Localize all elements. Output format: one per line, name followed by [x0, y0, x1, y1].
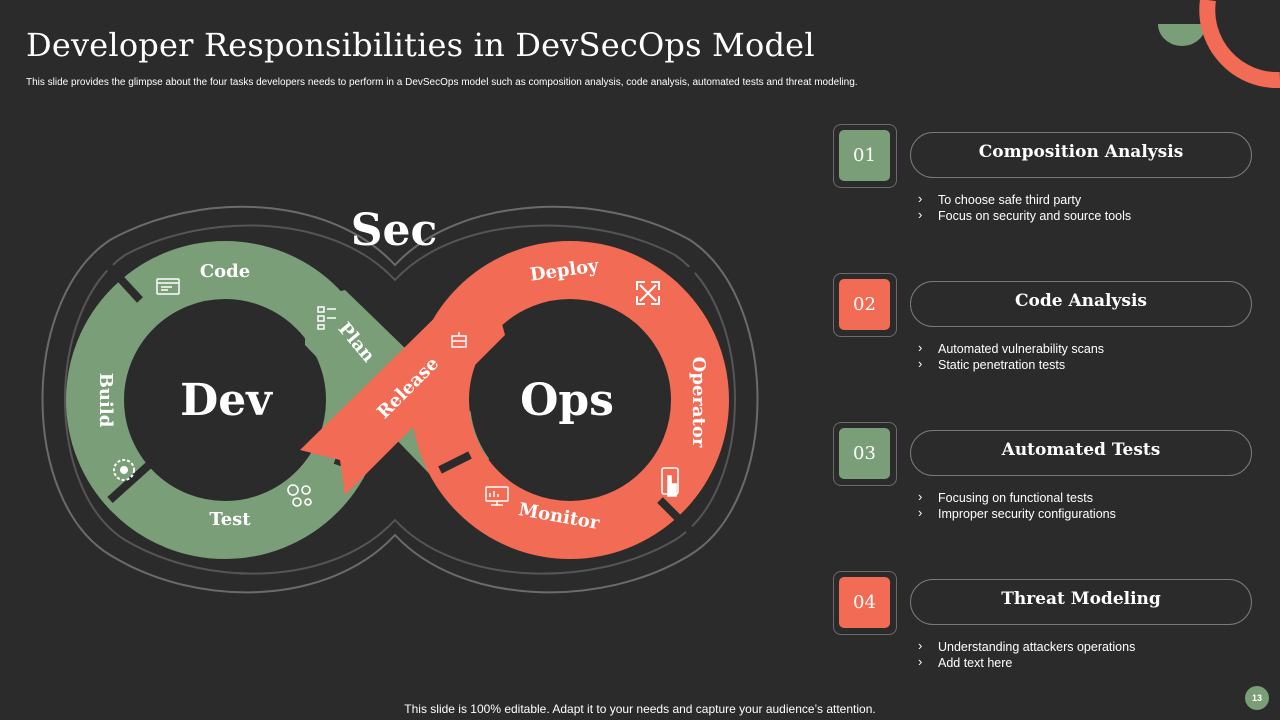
bullet-item: Focus on security and source tools — [916, 207, 1131, 224]
package-icon — [451, 332, 467, 348]
task-card-composition-analysis: 01 Composition Analysis To choose safe t… — [833, 124, 1255, 254]
task-card-threat-modeling: 04 Threat Modeling Understanding attacke… — [833, 571, 1255, 701]
page-number-badge: 13 — [1245, 686, 1269, 710]
release-band — [300, 295, 505, 495]
task-card-automated-tests: 03 Automated Tests Focusing on functiona… — [833, 422, 1255, 552]
task-number: 03 — [839, 428, 890, 479]
task-number-box: 03 — [833, 422, 897, 486]
task-card-code-analysis: 02 Code Analysis Automated vulnerability… — [833, 273, 1255, 403]
task-number-box: 01 — [833, 124, 897, 188]
mobile-touch-icon — [661, 467, 679, 497]
bullet-item: Add text here — [916, 654, 1135, 671]
ops-label: Ops — [520, 375, 614, 426]
stage-operator: Operator — [688, 357, 709, 448]
bullet-item: Improper security configurations — [916, 505, 1116, 522]
bullet-item: Automated vulnerability scans — [916, 340, 1104, 357]
outline-rings — [41, 205, 759, 594]
bullet-item: Focusing on functional tests — [916, 489, 1116, 506]
corner-decoration — [1158, 0, 1280, 89]
code-window-icon — [156, 278, 180, 295]
bullet-item: Static penetration tests — [916, 356, 1104, 373]
task-number-box: 02 — [833, 273, 897, 337]
page-title: Developer Responsibilities in DevSecOps … — [26, 26, 815, 64]
arrows-out-icon — [636, 281, 660, 305]
task-number-box: 04 — [833, 571, 897, 635]
green-half-circle — [1158, 24, 1206, 46]
task-title: Code Analysis — [910, 281, 1252, 327]
task-title: Automated Tests — [910, 430, 1252, 476]
devsecops-infinity-diagram: Dev Sec Ops Code Build Test Plan Release… — [41, 205, 759, 594]
task-bullets: To choose safe third party Focus on secu… — [916, 191, 1131, 224]
task-number: 02 — [839, 279, 890, 330]
stage-build: Build — [95, 373, 116, 428]
dev-label: Dev — [180, 375, 273, 426]
task-number: 04 — [839, 577, 890, 628]
task-title: Threat Modeling — [910, 579, 1252, 625]
task-number: 01 — [839, 130, 890, 181]
bullet-item: Understanding attackers operations — [916, 638, 1135, 655]
monitor-chart-icon — [485, 486, 509, 506]
task-title: Composition Analysis — [910, 132, 1252, 178]
footer-note: This slide is 100% editable. Adapt it to… — [404, 702, 876, 716]
checklist-icon — [317, 306, 336, 330]
stage-code: Code — [200, 261, 250, 282]
coral-arc — [1199, 0, 1280, 89]
stage-test: Test — [209, 509, 251, 530]
task-bullets: Focusing on functional tests Improper se… — [916, 489, 1116, 522]
page-subtitle: This slide provides the glimpse about th… — [26, 77, 858, 88]
gear-icon — [113, 459, 135, 481]
task-bullets: Automated vulnerability scans Static pen… — [916, 340, 1104, 373]
bullet-item: To choose safe third party — [916, 191, 1131, 208]
sec-label: Sec — [351, 205, 438, 256]
gears-icon — [287, 484, 312, 507]
task-bullets: Understanding attackers operations Add t… — [916, 638, 1135, 671]
